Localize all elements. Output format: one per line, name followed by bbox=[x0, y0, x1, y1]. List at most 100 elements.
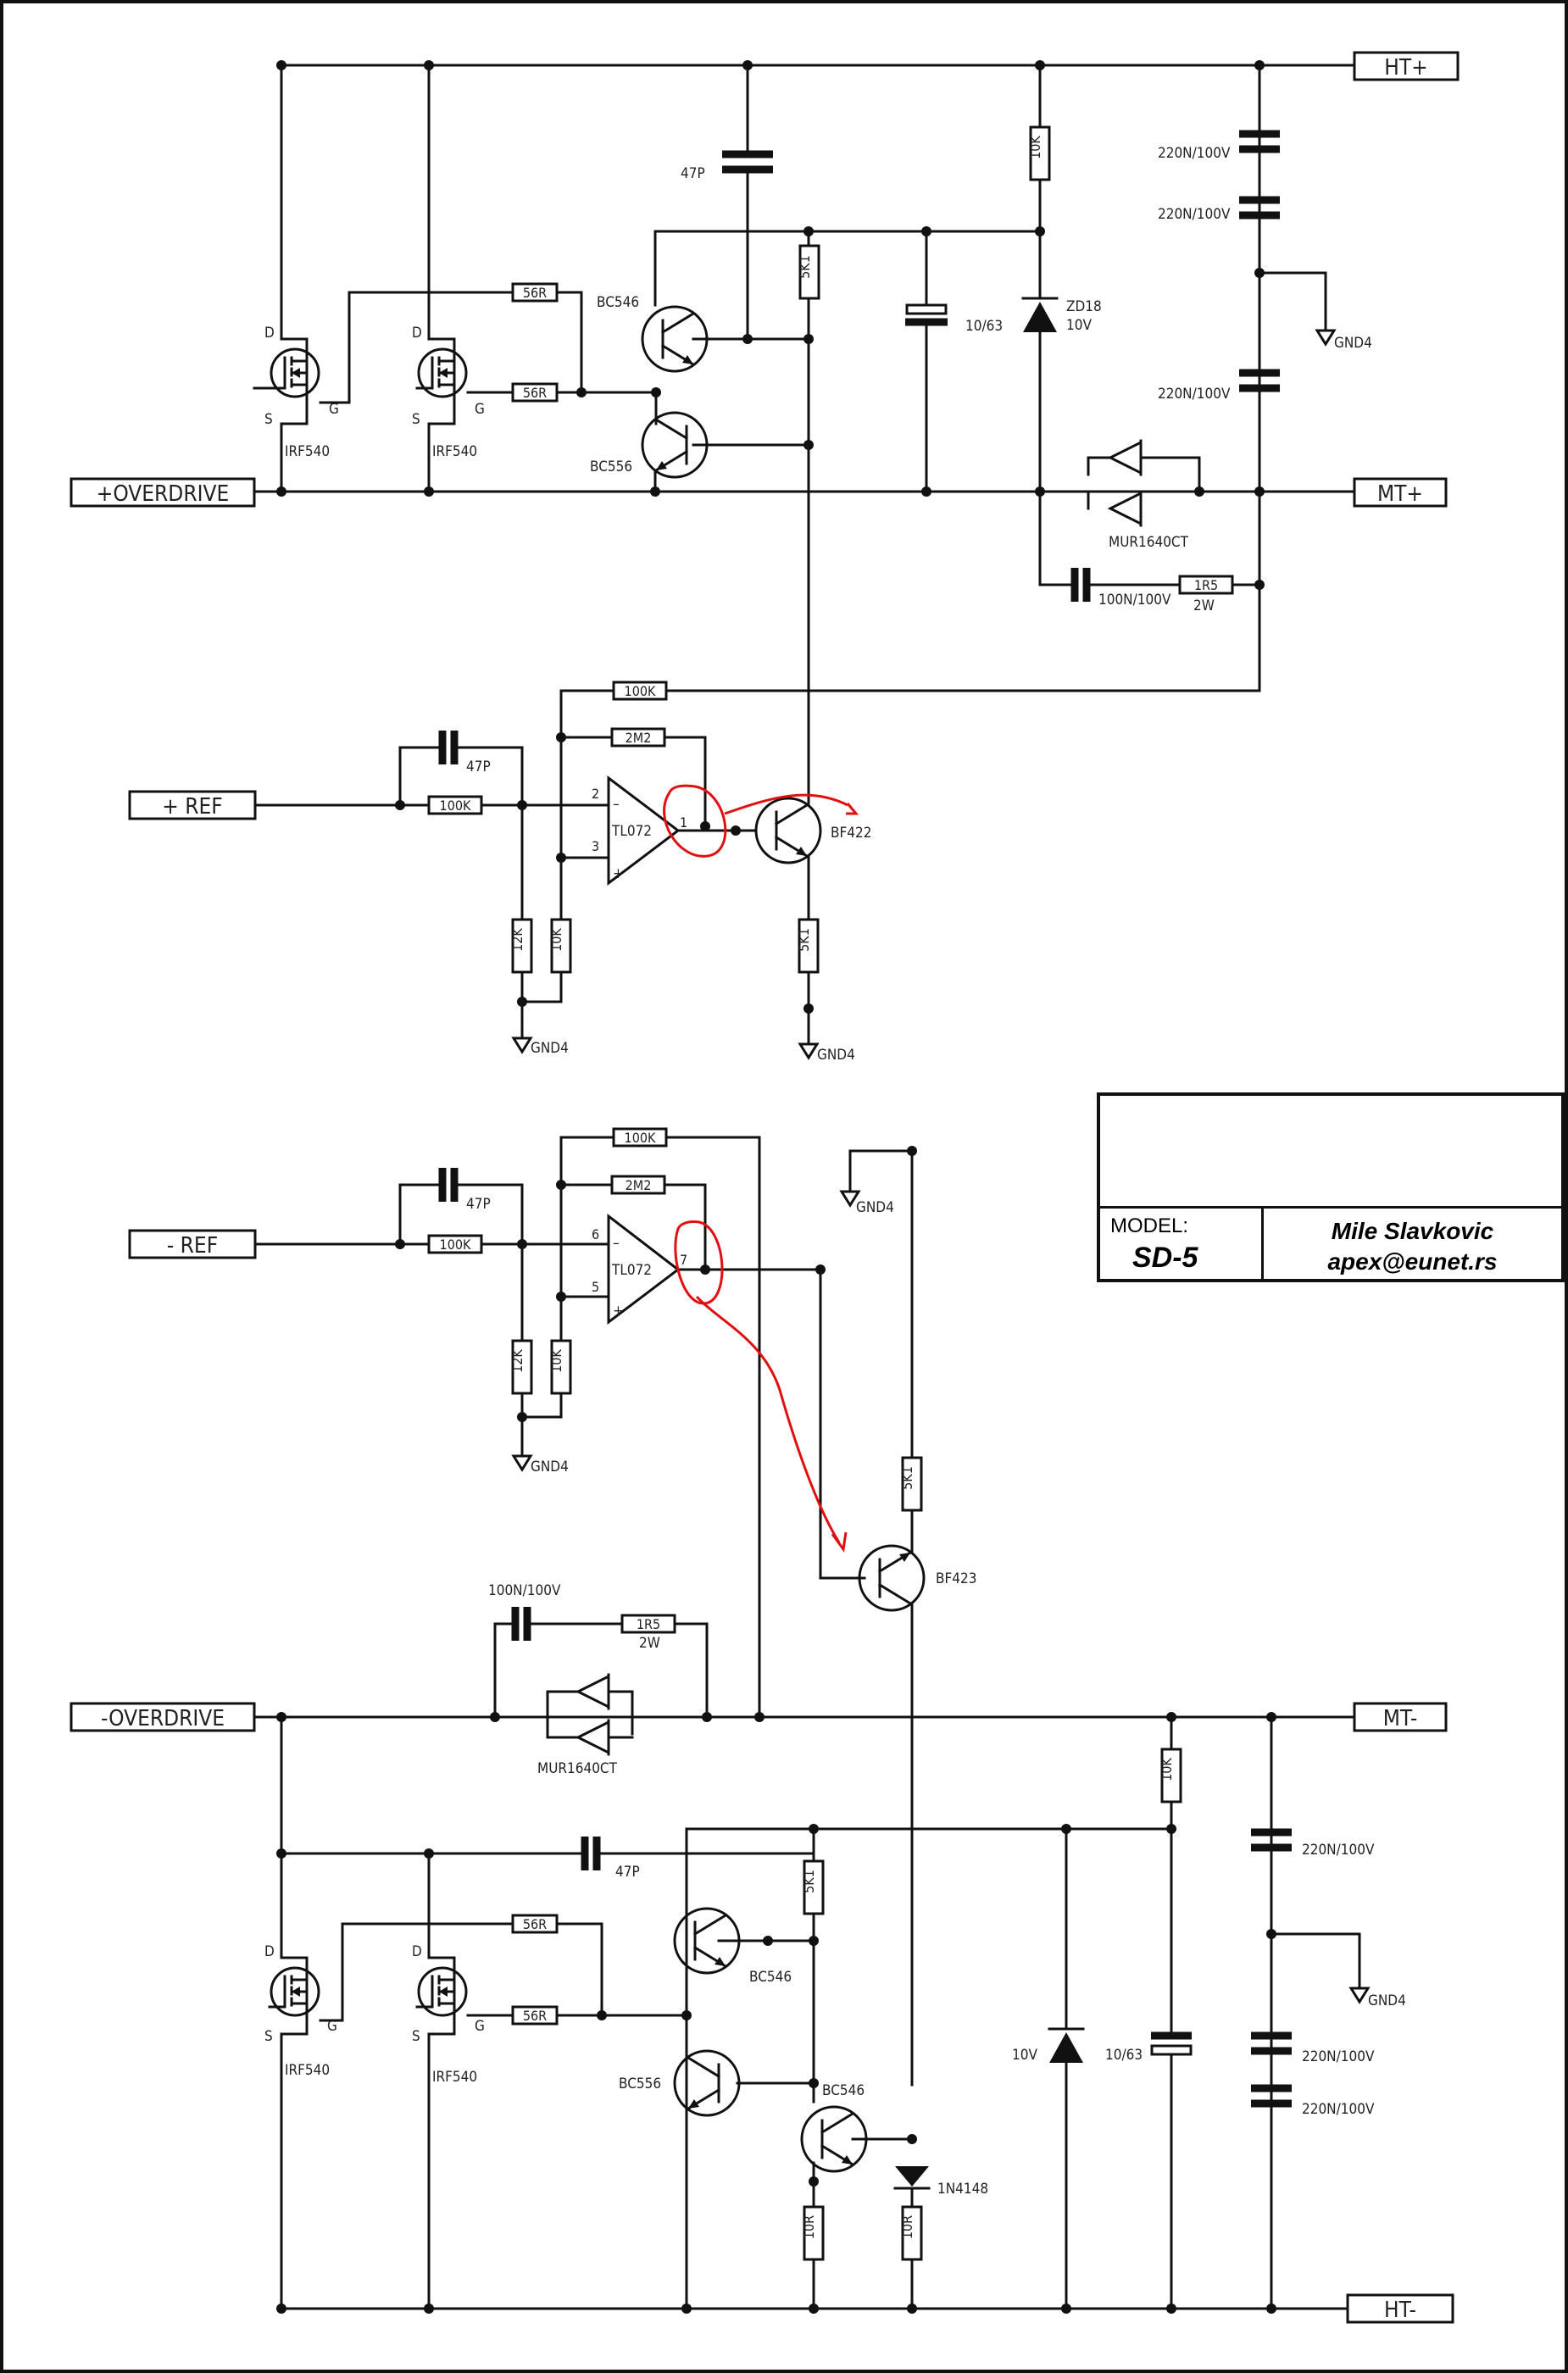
zobel-bottom: 1R5 100N/100V 2W bbox=[488, 1582, 709, 1719]
svg-text:S: S bbox=[264, 411, 273, 428]
svg-text:5: 5 bbox=[592, 1279, 599, 1295]
svg-text:10K: 10K bbox=[1159, 1758, 1175, 1781]
svg-text:10K: 10K bbox=[548, 928, 564, 952]
svg-text:1N4148: 1N4148 bbox=[937, 2181, 988, 2198]
svg-text:10R: 10R bbox=[801, 2215, 817, 2239]
svg-text:D: D bbox=[264, 1943, 275, 1960]
divider-minus: 12K 10K GND4 bbox=[509, 1242, 572, 1475]
svg-text:BC546: BC546 bbox=[749, 1969, 792, 1986]
mosfet-bottom-right: D S G IRF540 bbox=[412, 1848, 485, 2310]
svg-text:220N/100V: 220N/100V bbox=[1302, 2048, 1375, 2065]
svg-text:BC556: BC556 bbox=[619, 2076, 661, 2092]
svg-text:G: G bbox=[475, 401, 485, 418]
port-ht-minus: HT- bbox=[1346, 2293, 1454, 2324]
svg-text:TL072: TL072 bbox=[611, 823, 652, 840]
svg-text:MT+: MT+ bbox=[1377, 481, 1423, 507]
gate-wiring-bottom: 47P 56R 56R bbox=[280, 1837, 815, 2026]
transistor-bf423: BF423 bbox=[858, 1544, 976, 2087]
svg-text:–: – bbox=[613, 796, 620, 813]
svg-text:GND4: GND4 bbox=[856, 1199, 894, 1216]
mosfet-bottom-left: D S G IRF540 bbox=[264, 1715, 337, 2310]
svg-text:D: D bbox=[412, 325, 422, 342]
transistor-bf422: 5K1 GND4 BF422 bbox=[731, 797, 871, 1064]
svg-text:- REF: - REF bbox=[167, 1233, 218, 1259]
svg-text:10R: 10R bbox=[899, 2215, 915, 2239]
svg-text:5K1: 5K1 bbox=[797, 255, 813, 279]
svg-text:MUR1640CT: MUR1640CT bbox=[1109, 534, 1189, 551]
svg-text:+: + bbox=[613, 865, 624, 882]
title-divider bbox=[1261, 1206, 1264, 1279]
svg-text:IRF540: IRF540 bbox=[285, 443, 330, 460]
svg-text:TL072: TL072 bbox=[611, 1262, 652, 1279]
gnd-bf423-collector: GND4 5K1 bbox=[840, 1146, 923, 1554]
red-annotation-minus bbox=[674, 1220, 848, 1553]
svg-text:47P: 47P bbox=[466, 1196, 491, 1213]
svg-text:1R5: 1R5 bbox=[637, 1616, 660, 1632]
opamp-stage-minus: 100K 2M2 – + TL072 6 5 7 bbox=[520, 1127, 866, 1719]
svg-text:10V: 10V bbox=[1066, 317, 1092, 334]
caps-bottom: GND4 220N/100V 220N/100V 220N/100V bbox=[1251, 1828, 1406, 2118]
svg-text:47P: 47P bbox=[615, 1864, 640, 1881]
zobel-top: 1R5 100N/100V 2W bbox=[1038, 490, 1265, 614]
cap-10-63-bottom: 10K 10/63 bbox=[1105, 1715, 1193, 2310]
svg-text:100K: 100K bbox=[625, 1130, 656, 1146]
svg-text:10K: 10K bbox=[1027, 136, 1043, 159]
mur-diode-bottom: MUR1640CT bbox=[537, 1673, 634, 1777]
svg-text:HT+: HT+ bbox=[1384, 55, 1427, 81]
svg-text:56R: 56R bbox=[523, 2008, 547, 2024]
ref-input-minus: - REF 100K 47P bbox=[128, 1168, 527, 1259]
svg-text:5K1: 5K1 bbox=[801, 1870, 817, 1893]
svg-text:2W: 2W bbox=[639, 1635, 660, 1652]
svg-text:100K: 100K bbox=[625, 683, 656, 699]
divider-plus: 12K 10K GND4 bbox=[509, 803, 572, 1057]
svg-text:56R: 56R bbox=[523, 1916, 547, 1932]
svg-text:IRF540: IRF540 bbox=[285, 2062, 330, 2079]
svg-text:MT-: MT- bbox=[1383, 1706, 1418, 1731]
svg-text:+: + bbox=[613, 1303, 624, 1320]
svg-text:S: S bbox=[264, 2028, 273, 2045]
model-value: SD-5 bbox=[1132, 1242, 1198, 1274]
svg-text:2: 2 bbox=[592, 786, 599, 802]
svg-text:ZD18: ZD18 bbox=[1066, 298, 1102, 315]
mur-diode-top: MUR1640CT bbox=[1087, 439, 1204, 551]
svg-text:220N/100V: 220N/100V bbox=[1302, 1842, 1375, 1859]
port-ht-plus: HT+ bbox=[1353, 51, 1460, 81]
svg-text:220N/100V: 220N/100V bbox=[1302, 2101, 1375, 2118]
svg-text:G: G bbox=[329, 401, 339, 418]
svg-text:GND4: GND4 bbox=[531, 1040, 569, 1057]
author-name: Mile Slavkovic bbox=[1331, 1218, 1494, 1244]
driver-bottom: BC546 BC556 5K1 10R BC546 bbox=[619, 1824, 1176, 2310]
svg-text:S: S bbox=[412, 2028, 420, 2045]
svg-text:D: D bbox=[412, 1943, 422, 1960]
svg-text:47P: 47P bbox=[681, 165, 705, 182]
svg-text:220N/100V: 220N/100V bbox=[1158, 145, 1231, 162]
svg-text:IRF540: IRF540 bbox=[432, 443, 477, 460]
svg-text:10V: 10V bbox=[1012, 2047, 1037, 2064]
svg-text:5K1: 5K1 bbox=[899, 1466, 915, 1490]
svg-text:10K: 10K bbox=[548, 1349, 564, 1373]
svg-text:100N/100V: 100N/100V bbox=[1098, 592, 1171, 609]
svg-text:5K1: 5K1 bbox=[796, 928, 812, 952]
svg-text:3: 3 bbox=[592, 838, 599, 854]
gate-wiring-top: 56R 56R bbox=[319, 282, 661, 404]
model-label: MODEL: bbox=[1110, 1214, 1189, 1237]
svg-text:+ REF: + REF bbox=[162, 794, 223, 820]
caps-top: GND4 220N/100V 220N/100V 220N/100V bbox=[1158, 64, 1372, 403]
svg-text:100N/100V: 100N/100V bbox=[488, 1582, 561, 1599]
svg-text:220N/100V: 220N/100V bbox=[1158, 386, 1231, 403]
svg-text:100K: 100K bbox=[440, 797, 471, 814]
svg-text:-OVERDRIVE: -OVERDRIVE bbox=[101, 1706, 225, 1731]
svg-text:100K: 100K bbox=[440, 1237, 471, 1253]
port-mt-minus: MT- bbox=[1353, 1702, 1448, 1732]
driver-top: 47P BC546 BC556 5K1 10/63 bbox=[590, 64, 1045, 803]
port-mt-plus: MT+ bbox=[1353, 477, 1448, 508]
svg-text:BC546: BC546 bbox=[822, 2082, 865, 2099]
svg-text:6: 6 bbox=[592, 1226, 599, 1242]
diode-1n4148: 1N4148 10R bbox=[893, 2166, 988, 2310]
svg-text:47P: 47P bbox=[466, 759, 491, 775]
author-email: apex@eunet.rs bbox=[1327, 1248, 1498, 1275]
svg-text:2M2: 2M2 bbox=[626, 1177, 652, 1193]
svg-text:BC546: BC546 bbox=[597, 294, 639, 311]
